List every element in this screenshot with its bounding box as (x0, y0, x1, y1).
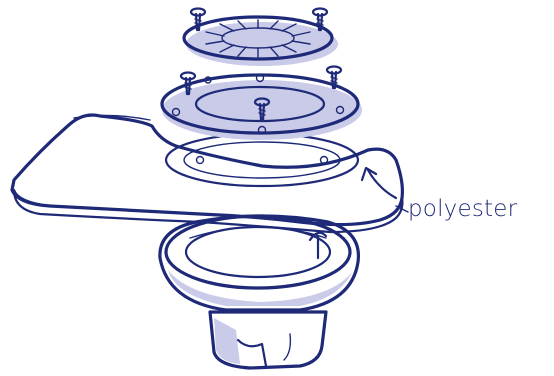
cover-louvers (205, 19, 311, 58)
membrane-edge-shade (12, 188, 404, 234)
screw-icon (325, 65, 343, 90)
screws (179, 7, 343, 122)
callout-leader (395, 205, 409, 213)
screw-icon (311, 7, 329, 32)
ring-bolt-hole-4 (255, 73, 265, 83)
membrane-hole-ring-inner (183, 141, 341, 179)
screw-icon (179, 71, 197, 96)
ring-hole-1 (195, 155, 205, 165)
polyester-callout-label: polyester (408, 196, 518, 222)
base-collar-inner (184, 225, 332, 279)
base-foot-shade (214, 318, 240, 364)
base-collar-outer (164, 214, 352, 290)
base-pointer (308, 231, 328, 260)
ring-bolt-hole-1 (171, 107, 181, 117)
membrane-callout-arrow (360, 166, 398, 200)
ring-inner (194, 85, 326, 123)
drain-base-body (158, 214, 361, 370)
base-collar-highlight (189, 226, 327, 239)
base-bowl-shade (168, 270, 352, 306)
cover-plate (182, 15, 338, 66)
ring-bolt-hole-3 (257, 125, 267, 135)
base-foot-seam (283, 333, 292, 361)
ring-bolt-hole-5 (204, 76, 212, 84)
membrane-fold-line (73, 114, 151, 121)
screw-icon (253, 97, 271, 122)
ring-bolt-hole-2 (335, 105, 345, 115)
cover-outer (182, 15, 334, 61)
base-foot-notch (236, 338, 268, 368)
screw-icon (189, 7, 207, 32)
base-foot (208, 310, 328, 370)
